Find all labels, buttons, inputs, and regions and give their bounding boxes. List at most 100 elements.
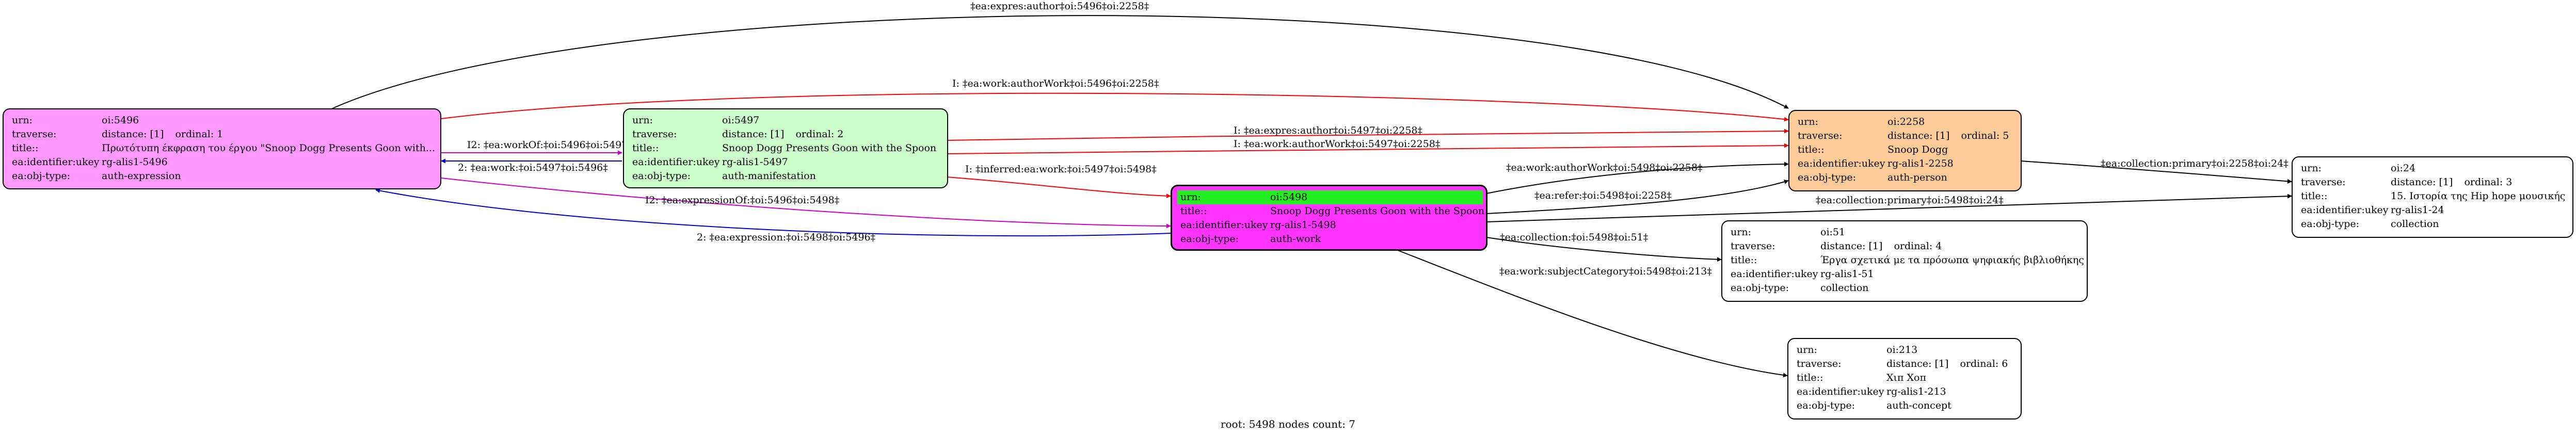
node-row-urn: urn:oi:24 bbox=[2301, 162, 2572, 175]
node-row-urn: urn:oi:213 bbox=[1797, 343, 2021, 357]
field-key: urn: bbox=[1731, 227, 1751, 238]
edge-5496-2258-expres-author bbox=[330, 15, 1789, 110]
field-value: Έργα σχετικά με τα πρόσωπα ψηφιακής βιβλ… bbox=[1820, 254, 2084, 266]
node-row-type: ea:obj-type:collection bbox=[1731, 281, 2087, 295]
field-value: distance: [1]ordinal: 1 bbox=[102, 127, 440, 141]
edge-5497-2258-expres-author bbox=[947, 128, 1789, 141]
node-row-title: title::Snoop Dogg bbox=[1798, 143, 2021, 157]
edge-5498-5496-expression bbox=[375, 188, 1171, 237]
edge-5498-51-collection bbox=[1486, 237, 1722, 262]
field-key: ea:obj-type: bbox=[1180, 233, 1239, 245]
field-key: ea:identifier:ukey bbox=[632, 156, 720, 168]
node-row-urn: urn:oi:2258 bbox=[1798, 115, 2021, 129]
field-value: 15. Ιστορία της Hip hope μουσικής bbox=[2391, 190, 2566, 202]
field-value: Snoop Dogg Presents Goon with the Spoon bbox=[722, 142, 937, 154]
edge-label: 2: ‡ea:expression:‡oi:5498‡oi:5496‡ bbox=[697, 232, 875, 243]
edge-label: ‡ea:work:subjectCategory‡oi:5498‡oi:213‡ bbox=[1499, 266, 1712, 277]
ordinal-value: ordinal: 4 bbox=[1894, 240, 1942, 252]
field-value: rg-alis1-213 bbox=[1886, 386, 1946, 397]
distance-value: distance: [1] bbox=[1820, 240, 1883, 252]
distance-value: distance: [1] bbox=[1886, 358, 1949, 369]
field-value: rg-alis1-5498 bbox=[1270, 219, 1336, 231]
edge-5497-5498-inferred bbox=[939, 176, 1171, 199]
field-value: distance: [1] ordinal: 3 bbox=[2391, 175, 2572, 189]
node-51-collection[interactable]: urn: oi:51 traverse: distance: [1] ordinal:… bbox=[1721, 220, 2088, 302]
field-value: Πρωτότυπη έκφραση του έργου "Snoop Dogg … bbox=[102, 142, 436, 154]
field-value: auth-person bbox=[1887, 172, 1947, 183]
distance-value: distance: [1] bbox=[2391, 176, 2453, 188]
field-value: auth-concept bbox=[1886, 400, 1951, 411]
field-value: collection bbox=[1820, 282, 1869, 294]
field-key: ea:obj-type: bbox=[1797, 400, 1855, 411]
edge-5496-5498-expressionof bbox=[441, 177, 1171, 229]
node-row-type: ea:obj-type:auth-work bbox=[1180, 232, 1486, 246]
node-row-title: title::Πρωτότυπη έκφραση του έργου "Snoo… bbox=[12, 141, 440, 155]
field-key: traverse: bbox=[1797, 358, 1842, 369]
edge-label: ‡ea:collection:‡oi:5498‡oi:51‡ bbox=[1500, 232, 1648, 243]
node-5498-work-root[interactable]: urn:oi:5498 title::Snoop Dogg Presents G… bbox=[1171, 185, 1487, 251]
field-value: oi:5497 bbox=[722, 115, 760, 126]
node-row-type: ea:obj-type:collection bbox=[2301, 217, 2572, 231]
node-24-collection[interactable]: urn:oi:24 traverse: distance: [1] ordinal:… bbox=[2292, 156, 2573, 238]
field-value: distance: [1] ordinal: 4 bbox=[1820, 239, 2087, 253]
edge-label: I: ‡ea:expres:author‡oi:5497‡oi:2258‡ bbox=[1234, 125, 1422, 136]
field-value: rg-alis1-24 bbox=[2391, 204, 2444, 216]
node-2258-person[interactable]: urn:oi:2258 traverse:distance: [1]ordina… bbox=[1788, 110, 2022, 191]
distance-value: distance: [1] bbox=[1887, 130, 1950, 141]
field-value: oi:2258 bbox=[1887, 116, 1925, 127]
node-row-urn: urn: oi:5498 bbox=[1177, 190, 1483, 204]
field-key: ea:obj-type: bbox=[1798, 172, 1857, 183]
field-value: auth-manifestation bbox=[722, 170, 816, 182]
distance-value: distance: [1] bbox=[102, 128, 164, 140]
field-key: traverse: bbox=[1731, 240, 1775, 252]
field-value: Snoop Dogg bbox=[1887, 144, 1948, 155]
edge-label: I: ‡ea:work:authorWork‡oi:5497‡oi:2258‡ bbox=[1234, 138, 1440, 150]
node-row-traverse: traverse:distance: [1]ordinal: 5 bbox=[1798, 129, 2021, 143]
node-5496-expression[interactable]: urn:oi:5496 traverse:distance: [1]ordina… bbox=[3, 108, 441, 189]
field-value: oi:24 bbox=[2391, 163, 2416, 174]
ordinal-value: ordinal: 5 bbox=[1961, 130, 2009, 141]
field-value: oi:5496 bbox=[102, 115, 139, 126]
field-value: distance: [1] ordinal: 6 bbox=[1886, 357, 2021, 371]
edge-label: I: ‡inferred:ea:work:‡oi:5497‡oi:5498‡ bbox=[965, 164, 1157, 175]
field-key: ea:identifier:ukey bbox=[1731, 268, 1818, 280]
field-value: rg-alis1-2258 bbox=[1887, 158, 1954, 169]
field-value: distance: [1] ordinal: 5 bbox=[1887, 129, 2021, 143]
field-value: auth-expression bbox=[102, 170, 181, 182]
field-value: Χιπ Χοπ bbox=[1886, 372, 1926, 383]
field-value: collection bbox=[2391, 218, 2439, 230]
node-row-urn: urn: oi:5496 bbox=[12, 114, 440, 127]
edge-label: ‡ea:expres:author‡oi:5496‡oi:2258‡ bbox=[970, 1, 1149, 12]
edge-label: 2: ‡ea:work:‡oi:5497‡oi:5496‡ bbox=[458, 162, 608, 173]
field-key: title:: bbox=[1180, 205, 1207, 217]
edge-2258-24-collection-primary bbox=[2020, 160, 2292, 184]
field-key: urn: bbox=[12, 115, 33, 126]
field-value: oi:51 bbox=[1820, 227, 1846, 238]
field-key: title:: bbox=[12, 142, 39, 154]
edge-5496-2258-authorwork bbox=[441, 92, 1789, 122]
field-key: ea:identifier:ukey bbox=[1797, 386, 1884, 397]
node-213-concept[interactable]: urn:oi:213 traverse: distance: [1] ordinal… bbox=[1787, 338, 2022, 419]
field-key: ea:identifier:ukey bbox=[1798, 158, 1885, 169]
ordinal-value: ordinal: 3 bbox=[2464, 176, 2513, 188]
field-value: oi:5498 bbox=[1270, 191, 1308, 203]
node-row-traverse: traverse: distance: [1] ordinal: 4 bbox=[1731, 239, 2087, 253]
field-value: rg-alis1-5496 bbox=[102, 156, 168, 168]
edge-label: ‡ea:collection:primary‡oi:2258‡oi:24‡ bbox=[2101, 158, 2289, 169]
node-5497-manifestation[interactable]: urn:oi:5497 traverse:distance: [1]ordina… bbox=[623, 108, 948, 188]
field-key: urn: bbox=[1180, 191, 1201, 203]
ordinal-value: ordinal: 6 bbox=[1960, 358, 2008, 369]
edge-label: I2: ‡ea:expressionOf:‡oi:5496‡oi:5498‡ bbox=[645, 195, 839, 206]
graph-footer-summary: root: 5498 nodes count: 7 bbox=[1220, 418, 1356, 430]
field-key: ea:identifier:ukey bbox=[2301, 204, 2389, 216]
field-key: title:: bbox=[632, 142, 659, 154]
field-key: traverse: bbox=[2301, 176, 2346, 188]
field-key: title:: bbox=[1797, 372, 1823, 383]
edge-5498-24-collection-primary bbox=[1486, 193, 2292, 222]
field-key: ea:identifier:ukey bbox=[1180, 219, 1268, 231]
